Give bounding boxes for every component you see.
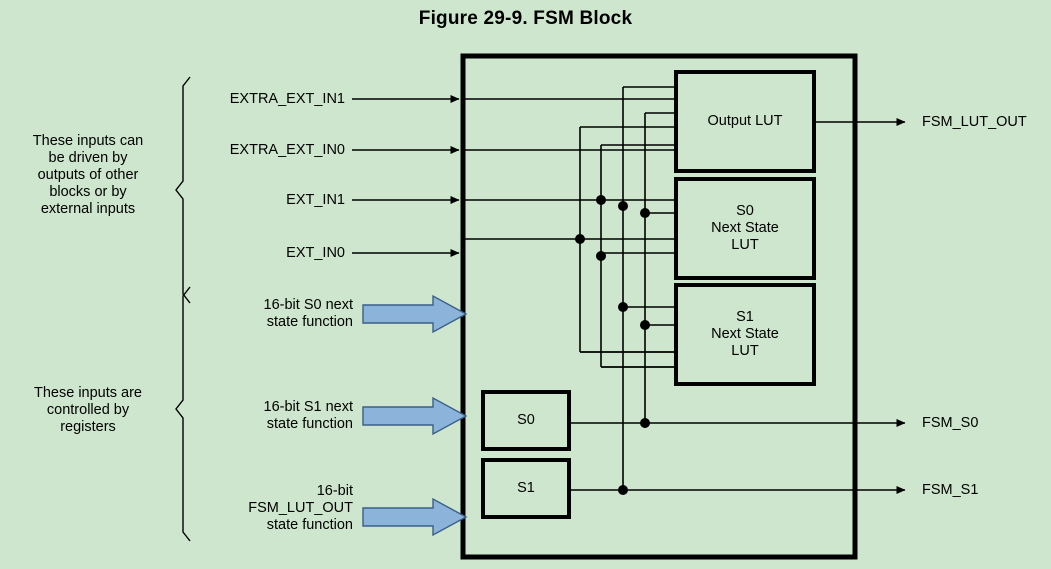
junction-dot (596, 251, 606, 261)
output-label-fsm-s1: FSM_S1 (922, 482, 979, 498)
page-title: Figure 29-9. FSM Block (418, 8, 633, 29)
routing-bus-wires (579, 87, 646, 490)
s1-next-state-lut-box (674, 283, 816, 386)
block-arrow-s0-next-state (362, 294, 468, 334)
block-arrow-s1-next-state (362, 396, 468, 436)
lower-inputs-note: These inputs are controlled by registers (33, 385, 142, 435)
routing-wrap-bottom (580, 351, 676, 368)
junction-dot (575, 234, 585, 244)
input-label-s1-next-state-function: 16-bit S1 next state function (263, 399, 353, 432)
register-input-arrows (362, 294, 468, 537)
input-label-ext-in0: EXT_IN0 (286, 245, 345, 261)
s0-next-state-lut-label: S0 Next State LUT (711, 203, 779, 253)
junction-dot (618, 201, 628, 211)
register-s1-box (481, 458, 571, 519)
input-label-ext-in1: EXT_IN1 (286, 192, 345, 208)
state-register-boxes (481, 390, 571, 519)
junction-dot (618, 485, 628, 495)
junction-dot (640, 320, 650, 330)
fsm-block-outline (460, 53, 858, 560)
junction-dot (640, 208, 650, 218)
register-s0-label: S0 (517, 412, 535, 428)
lut-boxes (674, 70, 816, 386)
register-s1-label: S1 (517, 480, 535, 496)
input-label-extra-ext-in1: EXTRA_EXT_IN1 (229, 91, 345, 107)
junction-dot (596, 195, 606, 205)
junction-dots (575, 195, 650, 495)
input-feed-lines (463, 98, 676, 240)
input-label-extra-ext-in0: EXTRA_EXT_IN0 (229, 142, 345, 158)
junction-dot (640, 418, 650, 428)
block-arrow-fsm-lut-out-state (362, 497, 468, 537)
lut-input-stubs (580, 199, 676, 368)
register-s0-box (481, 390, 571, 451)
s1-next-state-lut-label: S1 Next State LUT (711, 309, 779, 359)
brace-upper (175, 76, 191, 304)
input-label-s0-next-state-function: 16-bit S0 next state function (263, 297, 353, 330)
output-label-fsm-s0: FSM_S0 (922, 415, 979, 431)
output-label-fsm-lut-out: FSM_LUT_OUT (922, 114, 1027, 130)
upper-inputs-note: These inputs can be driven by outputs of… (32, 133, 144, 217)
external-input-wires (352, 95, 460, 257)
input-label-fsm-lut-out-state-function: 16-bit FSM_LUT_OUT state function (248, 483, 353, 533)
brace-lower (175, 286, 191, 542)
output-lut-box (674, 70, 816, 173)
junction-dot (618, 302, 628, 312)
s0-next-state-lut-box (674, 177, 816, 280)
output-lut-label: Output LUT (707, 113, 783, 129)
routing-wrap-top (580, 86, 676, 146)
